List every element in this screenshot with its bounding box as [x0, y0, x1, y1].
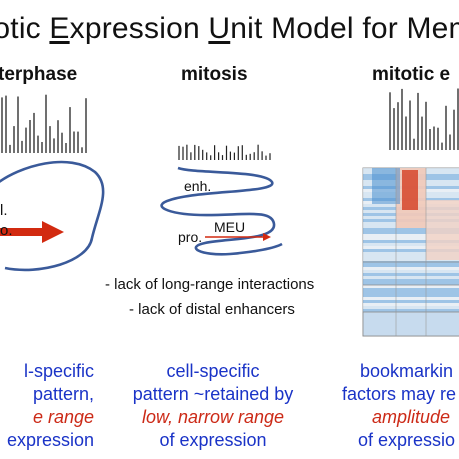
interphase-summary-line2: pattern, [32, 384, 94, 404]
heatmap-row [363, 261, 459, 264]
heatmap-row [363, 288, 459, 291]
heatmap-row [363, 276, 459, 279]
mitosis-summary-line2: pattern ~retained by [132, 384, 294, 404]
note-long-range: - lack of long-range interactions [105, 276, 315, 293]
mitosis-summary-line4: of expression [159, 430, 267, 450]
promoter-label: pro. [178, 229, 203, 245]
heatmap-row [363, 309, 459, 312]
heatmap-row [363, 279, 459, 282]
title-letter-u: U [208, 12, 231, 45]
meu-label: MEU [214, 219, 246, 235]
interphase-summary-line3: e range [32, 407, 94, 427]
heatmap-row [363, 306, 459, 309]
heatmap-row [363, 282, 459, 285]
interphase-chromatin-loop [0, 160, 105, 272]
heatmap-row [363, 300, 459, 303]
interphase-label-b: o. [0, 222, 13, 239]
mitosis-header: mitosis [181, 64, 248, 85]
mitotic-exit-summary-line1: bookmarkin [360, 361, 454, 381]
heatmap-row [363, 297, 459, 300]
mitosis-chromatin-fold [160, 166, 283, 256]
heatmap-row [363, 285, 459, 288]
mitosis-summary: cell-specific pattern ~retained by low, … [118, 360, 308, 452]
heatmap-row [363, 231, 459, 234]
interphase-label-a: l. [0, 202, 8, 219]
heatmap-row [363, 249, 459, 252]
heatmap-row [363, 294, 459, 297]
interphase-summary: l-specific pattern, e range expression [0, 360, 94, 452]
heatmap-row [363, 234, 459, 237]
heatmap-row [363, 303, 459, 306]
heatmap-row [363, 240, 459, 243]
heatmap-row [363, 264, 459, 267]
mitosis-expression-track [178, 144, 271, 160]
heatmap-row [363, 228, 459, 231]
heatmap-row [363, 270, 459, 273]
title-letter-e: E [49, 12, 70, 45]
mitotic-exit-summary-line4: of expressio [358, 430, 456, 450]
mitotic-exit-summary: bookmarkin factors may re amplitude of e… [342, 360, 459, 452]
interphase-header: terphase [0, 64, 78, 85]
interphase-summary-line4: expression [6, 430, 94, 450]
interphase-red-arrow [0, 221, 64, 243]
mitotic-exit-header: mitotic e [372, 64, 451, 85]
heatmap-row [363, 252, 459, 255]
heatmap-row [363, 267, 459, 270]
mitotic-exit-summary-line3: amplitude [372, 407, 451, 427]
figure-title: itotic Expression Unit Model for Mem [0, 12, 459, 46]
heatmap-row [363, 291, 459, 294]
title-part1: itotic [0, 12, 41, 45]
mitosis-summary-line1: cell-specific [166, 361, 260, 381]
mitosis-summary-line3: low, narrow range [141, 407, 285, 427]
mitotic-exit-heatmap [362, 167, 459, 337]
mitotic-exit-expression-track [389, 88, 459, 150]
heatmap-row [363, 273, 459, 276]
note-distal-enhancers: - lack of distal enhancers [129, 301, 295, 318]
title-part2: xpression [69, 12, 209, 45]
mitotic-exit-summary-line2: factors may re [342, 384, 457, 404]
heatmap-row [363, 237, 459, 240]
heatmap-row [363, 258, 459, 261]
title-part3: nit Model for Mem [230, 12, 459, 45]
heatmap-row [363, 243, 459, 246]
heatmap-row [363, 246, 459, 249]
enhancer-label: enh. [184, 178, 212, 194]
heatmap-row [363, 255, 459, 258]
meu-arrow-head [263, 233, 271, 241]
interphase-summary-line1: l-specific [23, 361, 94, 381]
interphase-expression-track [1, 94, 87, 153]
